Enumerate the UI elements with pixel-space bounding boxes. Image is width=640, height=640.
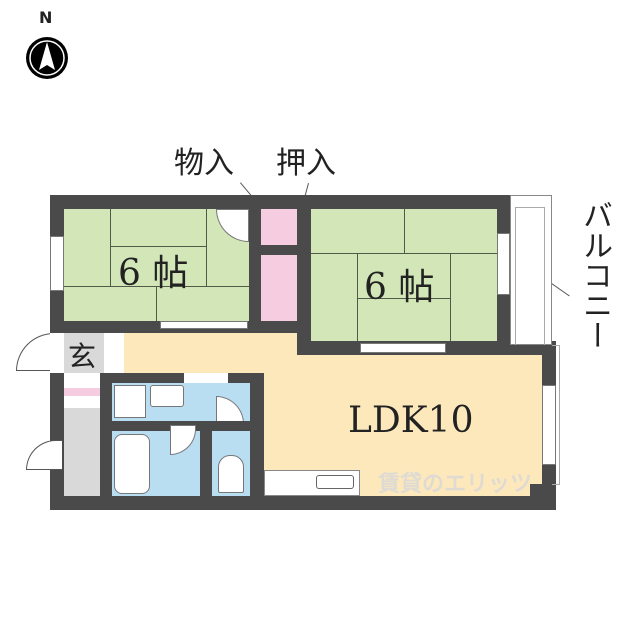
north-arrow-icon — [26, 37, 68, 79]
storage-east-wall — [297, 209, 311, 355]
west-room-door[interactable] — [160, 321, 248, 329]
washing-machine — [114, 385, 146, 418]
genkan-label: 玄 — [68, 340, 97, 373]
toilet — [218, 455, 244, 493]
west-room-label: 6 帖 — [118, 253, 189, 294]
ldk-label: LDK10 — [348, 400, 474, 441]
wet-area-wall-left — [100, 373, 112, 496]
wet-area-wall-top — [100, 373, 264, 383]
storage-wall — [249, 209, 261, 333]
bathtub — [114, 434, 150, 494]
outer-wall-top — [50, 195, 510, 209]
west-room-window — [50, 236, 64, 291]
washroom-door[interactable] — [184, 373, 228, 383]
east-room-door[interactable] — [360, 343, 446, 353]
east-room-label: 6 帖 — [364, 267, 435, 308]
wash-basin — [150, 385, 184, 407]
east-room-window — [497, 233, 510, 295]
ldk-window — [542, 385, 556, 465]
balcony-label: バルコニー — [577, 200, 612, 350]
storage-oshi-label: 押入 — [276, 146, 336, 181]
compass-north-label: N — [39, 8, 53, 27]
storage-mono — [261, 209, 297, 245]
compass: N — [22, 8, 72, 88]
balcony — [510, 195, 552, 345]
kitchen-sink — [316, 475, 354, 489]
outer-wall-bottom — [50, 496, 556, 510]
closet-door[interactable] — [26, 440, 62, 470]
genkan — [64, 333, 104, 373]
storage-closet — [64, 408, 100, 496]
watermark: 賃貸のエリッツ — [378, 472, 533, 497]
shoe-box — [64, 388, 100, 396]
storage-mono-label: 物入 — [174, 146, 234, 181]
storage-oshi — [261, 255, 297, 321]
wet-area-wall-right — [250, 373, 264, 496]
